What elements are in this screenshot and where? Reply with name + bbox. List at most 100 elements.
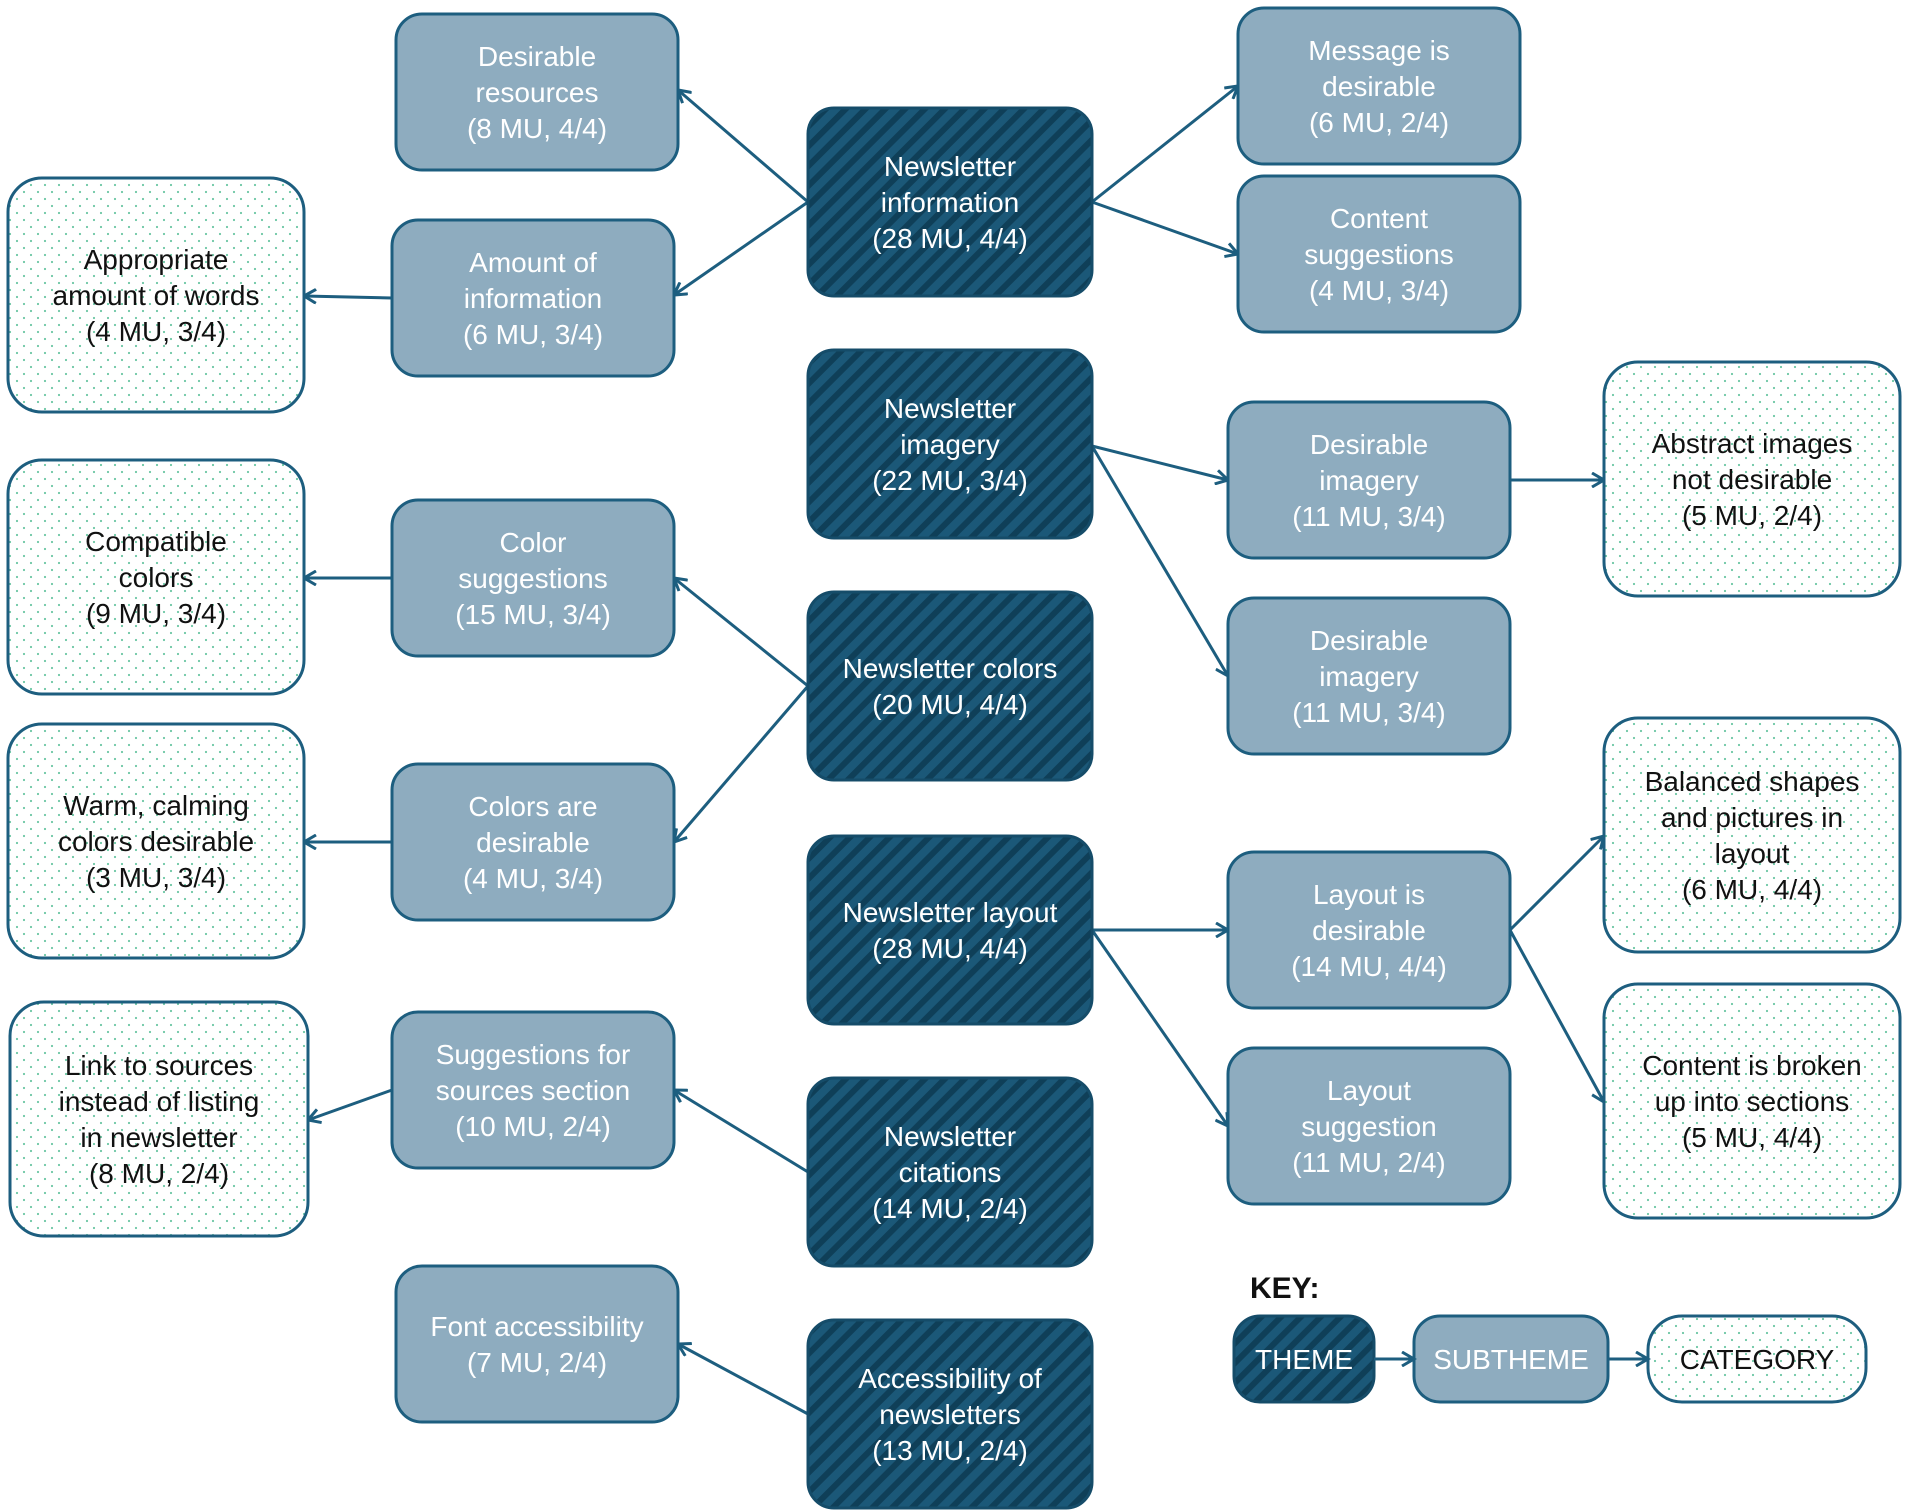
- theme-box-shape: [806, 834, 1094, 1026]
- category-label-line: (4 MU, 3/4): [86, 316, 226, 347]
- category-box-shape: [6, 722, 306, 960]
- theme-label-line: Newsletter colors: [843, 653, 1058, 684]
- subtheme-box-shape: [390, 498, 676, 658]
- theme-label-line: (28 MU, 4/4): [872, 223, 1028, 254]
- theme-label-line: (22 MU, 3/4): [872, 465, 1028, 496]
- subtheme-label-line: Content: [1330, 203, 1428, 234]
- subtheme-label-line: (10 MU, 2/4): [455, 1111, 611, 1142]
- category-box-shape: [8, 1000, 310, 1238]
- category-label-line: (9 MU, 3/4): [86, 598, 226, 629]
- key-subtheme-box: SUBTHEME: [1412, 1314, 1610, 1404]
- edges-layer: [304, 86, 1604, 1416]
- category-node-c-words: Appropriate amount of words (4 MU, 3/4): [6, 176, 306, 414]
- arrow-t-access-to-s-font: [678, 1344, 809, 1416]
- subtheme-label-line: sources section: [436, 1075, 631, 1106]
- subtheme-label-line: (4 MU, 3/4): [1309, 275, 1449, 306]
- subtheme-label-line: (11 MU, 2/4): [1292, 1147, 1446, 1178]
- theme-label-line: Newsletter: [884, 1121, 1016, 1152]
- arrow-t-info-to-s-amount: [674, 200, 809, 295]
- subtheme-box-shape: [390, 762, 676, 922]
- subtheme-box-shape: [1236, 6, 1522, 166]
- theme-box-shape: [806, 106, 1094, 298]
- subtheme-box-shape: [1236, 174, 1522, 334]
- arrow-s-layoutdes-to-c-broken: [1508, 929, 1604, 1102]
- subtheme-box-shape: [1226, 1046, 1512, 1206]
- category-label-line: Abstract images: [1652, 428, 1853, 459]
- theme-node-t-layout: Newsletter layout(28 MU, 4/4): [806, 834, 1094, 1026]
- category-label-line: (5 MU, 2/4): [1682, 500, 1822, 531]
- nodes-layer: Newsletter information (28 MU, 4/4) Newslet…: [6, 6, 1902, 1510]
- category-label-line: Warm, calming: [63, 790, 249, 821]
- category-label-line: amount of words: [53, 280, 260, 311]
- subtheme-label-line: suggestions: [1304, 239, 1453, 270]
- category-label-line: (6 MU, 4/4): [1682, 874, 1822, 905]
- subtheme-label-line: suggestions: [458, 563, 607, 594]
- arrow-t-citations-to-s-sources: [674, 1090, 809, 1174]
- subtheme-label-line: (7 MU, 2/4): [467, 1347, 607, 1378]
- theme-label-line: (13 MU, 2/4): [872, 1435, 1028, 1466]
- arrow-s-sources-to-c-link: [308, 1088, 393, 1120]
- subtheme-label-line: Message is: [1308, 35, 1450, 66]
- category-box-shape: [6, 176, 306, 414]
- subtheme-label-line: (15 MU, 3/4): [455, 599, 611, 630]
- category-label-line: Appropriate: [84, 244, 229, 275]
- category-label-line: Balanced shapes: [1645, 766, 1860, 797]
- theme-label-line: Newsletter: [884, 151, 1016, 182]
- arrow-t-layout-to-s-layoutsugg: [1090, 929, 1228, 1126]
- subtheme-box-shape: [394, 12, 680, 172]
- subtheme-label-line: (6 MU, 3/4): [463, 319, 603, 350]
- subtheme-box-shape: [390, 1010, 676, 1170]
- theme-label-line: Accessibility of: [858, 1363, 1042, 1394]
- subtheme-node-s-content: Content suggestions (4 MU, 3/4): [1236, 174, 1522, 334]
- key-title: KEY:: [1250, 1272, 1319, 1305]
- subtheme-label-line: (6 MU, 2/4): [1309, 107, 1449, 138]
- theme-label-line: information: [881, 187, 1020, 218]
- subtheme-label-line: (4 MU, 3/4): [463, 863, 603, 894]
- subtheme-label-line: resources: [476, 77, 599, 108]
- theme-label-line: Newsletter layout: [843, 897, 1058, 928]
- arrow-t-imagery-to-s-img1: [1091, 444, 1228, 480]
- theme-node-t-colors: Newsletter colors(20 MU, 4/4): [806, 590, 1094, 782]
- category-box-shape: [1602, 982, 1902, 1220]
- theme-box-shape: [806, 348, 1094, 540]
- category-label-line: Content is broken: [1642, 1050, 1861, 1081]
- category-label-line: (3 MU, 3/4): [86, 862, 226, 893]
- category-label-line: instead of listing: [59, 1086, 260, 1117]
- category-label-line: in newsletter: [80, 1122, 237, 1153]
- category-box-shape: [1602, 716, 1902, 954]
- subtheme-box-shape: [1226, 850, 1512, 1010]
- subtheme-label-line: Desirable: [1310, 625, 1428, 656]
- subtheme-label-line: Colors are: [468, 791, 597, 822]
- theme-label-line: Newsletter: [884, 393, 1016, 424]
- arrow-s-layoutdes-to-c-balanced: [1508, 836, 1604, 932]
- subtheme-box-shape: [394, 1264, 680, 1424]
- subtheme-label-line: Desirable: [478, 41, 596, 72]
- key-theme-box: THEME: [1232, 1314, 1376, 1404]
- arrow-t-colors-to-s-colordes: [674, 685, 810, 842]
- theme-node-t-imagery: Newsletter imagery (22 MU, 3/4): [806, 348, 1094, 540]
- arrow-t-info-to-s-content: [1091, 200, 1238, 254]
- category-label-line: up into sections: [1655, 1086, 1850, 1117]
- subtheme-label-line: suggestion: [1301, 1111, 1436, 1142]
- category-label-line: (8 MU, 2/4): [89, 1158, 229, 1189]
- subtheme-label-line: (11 MU, 3/4): [1292, 697, 1446, 728]
- theme-label-line: imagery: [900, 429, 1000, 460]
- subtheme-label-line: desirable: [476, 827, 590, 858]
- subtheme-box-shape: [1226, 400, 1512, 560]
- subtheme-label-line: information: [464, 283, 603, 314]
